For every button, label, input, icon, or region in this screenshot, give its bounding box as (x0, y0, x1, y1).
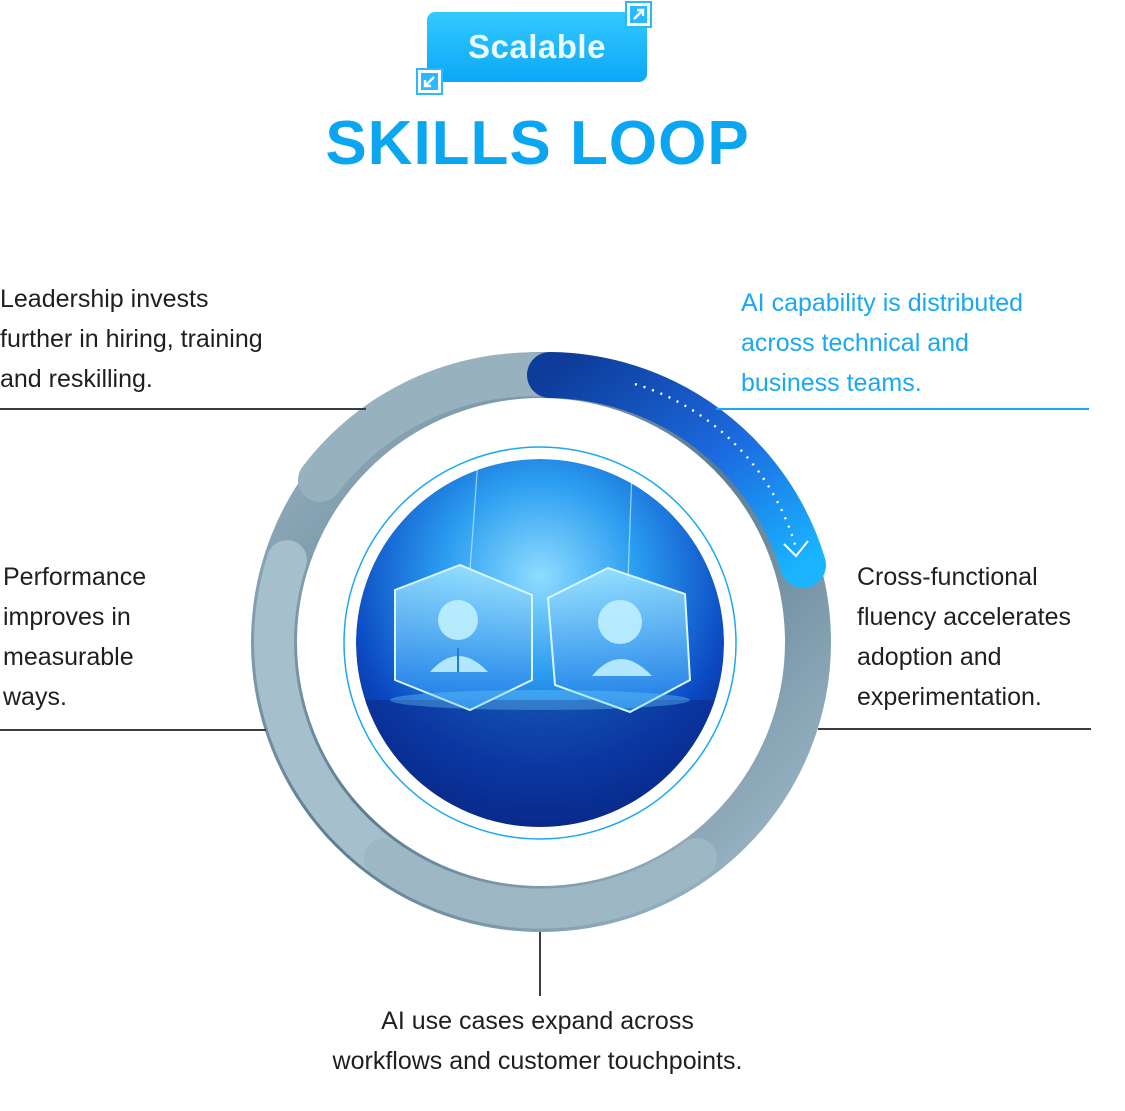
note-ai-capability: AI capability is distributed across tech… (741, 289, 1024, 397)
arrow-head-icon (783, 540, 809, 558)
collapse-arrow-icon (416, 68, 443, 95)
note-ai-use-cases: AI use cases expand across workflows and… (332, 1007, 743, 1075)
connector-top-right (716, 408, 1089, 410)
expand-arrow-icon (625, 1, 652, 28)
badge-label: Scalable (468, 28, 606, 65)
center-image (356, 459, 724, 827)
connector-bottom (539, 932, 541, 996)
ring-segment-bottom (364, 838, 717, 929)
woman-avatar-hexagon-icon (546, 566, 692, 714)
connector-top-left (0, 408, 366, 410)
active-arc (527, 352, 826, 588)
ring-segment-left (254, 540, 404, 878)
man-avatar-hexagon-icon (394, 563, 533, 712)
scalable-badge: Scalable (427, 12, 647, 82)
ring-segment-top-left (298, 352, 572, 502)
note-cross-functional: Cross-functional fluency accelerates ado… (857, 563, 1072, 711)
note-leadership: Leadership invests further in hiring, tr… (0, 285, 263, 393)
dotted-arrow-path (634, 382, 798, 549)
connector-mid-left (0, 729, 266, 731)
note-performance: Performance improves in measurable ways. (3, 563, 147, 711)
page-title: SKILLS LOOP (325, 109, 750, 178)
connector-mid-right (818, 728, 1091, 730)
inner-ring (343, 446, 737, 840)
